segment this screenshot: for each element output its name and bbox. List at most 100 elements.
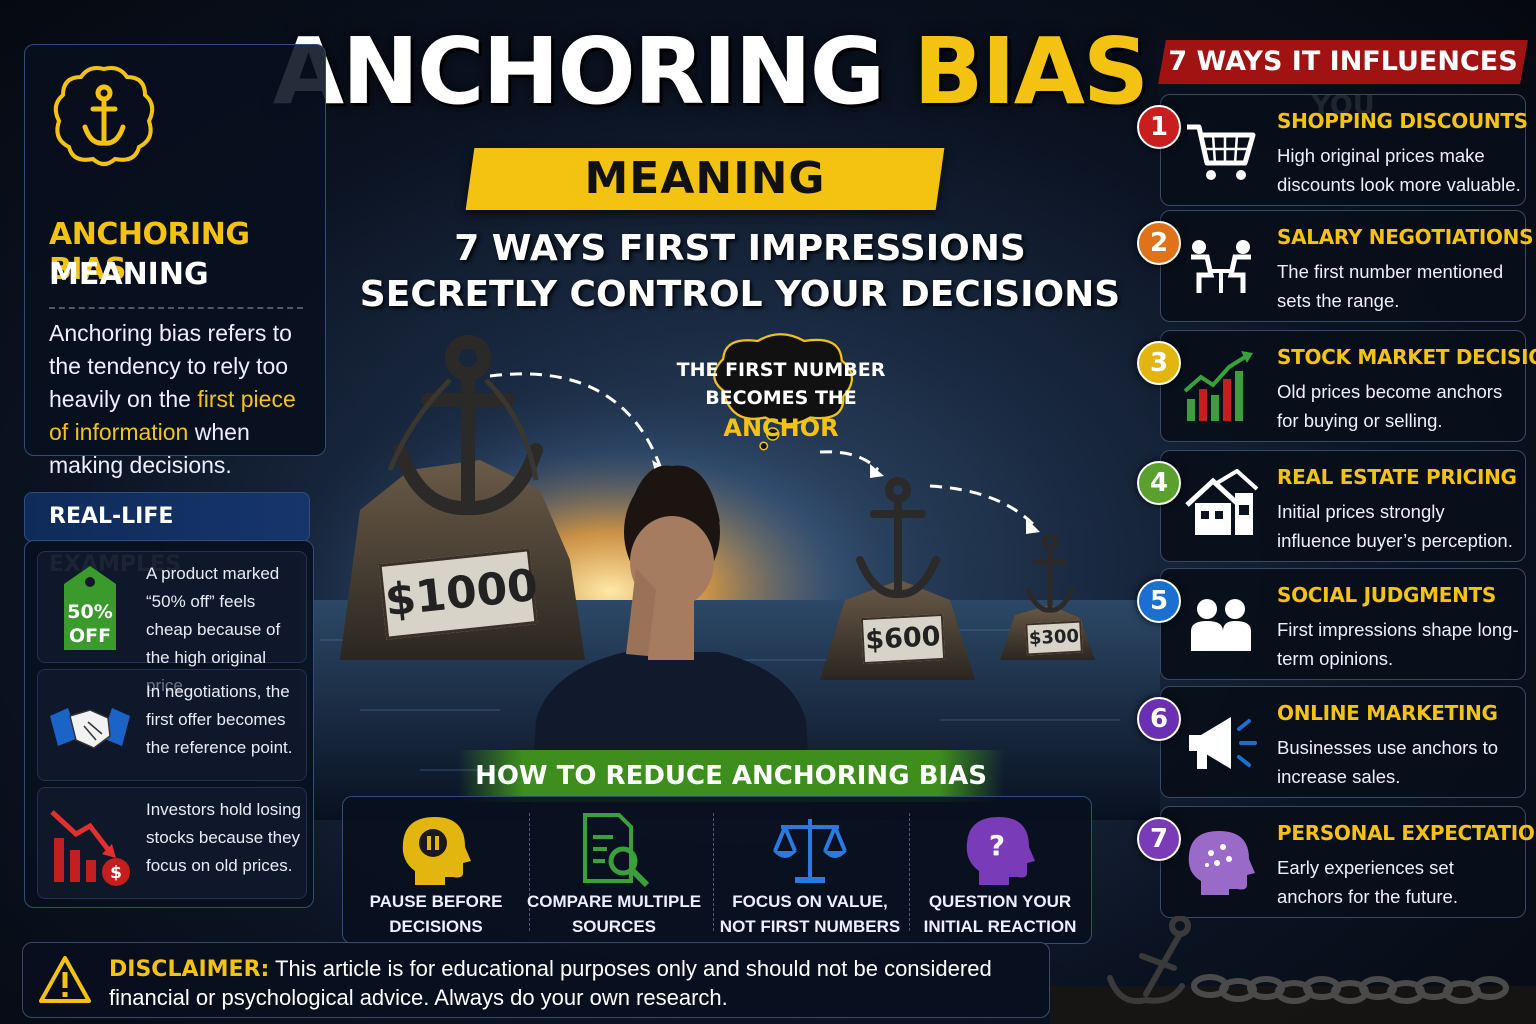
way-description: Initial prices strongly influence buyer’…: [1277, 501, 1513, 551]
reduce-heading-band: [458, 750, 1004, 802]
title-part-1: ANCHORING: [272, 18, 886, 125]
definition-divider: [49, 307, 303, 309]
disclaimer-panel: DISCLAIMER: This article is for educatio…: [22, 942, 1050, 1018]
definition-subtitle: MEANING: [49, 257, 209, 292]
subtitle-line-2: SECRETLY CONTROL YOUR DECISIONS: [359, 274, 1121, 315]
disclaimer-label: DISCLAIMER:: [109, 957, 270, 982]
shopping-cart-icon: [1187, 124, 1256, 180]
bubble-text: THE FIRST NUMBER BECOMES THE ANCHOR: [670, 356, 892, 444]
ways-heading: 7 WAYS IT INFLUENCES YOU: [1168, 46, 1518, 121]
pause-head-icon: [402, 817, 471, 885]
tip-divider: [909, 813, 910, 931]
medium-anchor: [856, 477, 940, 599]
tag-percent: 50%: [67, 601, 112, 623]
definition-body-end: when making decisions.: [49, 419, 250, 478]
way-number: 1: [1137, 105, 1181, 149]
tip-pause: PAUSE BEFORE DECISIONS: [343, 797, 529, 945]
example-item-discount: 50% OFF A product marked “50% off” feels…: [37, 551, 307, 695]
question-head-icon: ?: [966, 817, 1035, 885]
warning-icon: [39, 956, 91, 1003]
examples-heading: REAL-LIFE EXAMPLES: [24, 492, 310, 577]
example-text: In negotiations, the first offer becomes…: [146, 682, 293, 757]
definition-highlight: first piece of information: [49, 386, 296, 445]
house-icon: [1185, 469, 1259, 535]
way-item-5: 5 SOCIAL JUDGMENTS First impressions sha…: [1137, 568, 1526, 680]
chain-anchor-decoration: [1050, 916, 1536, 1024]
definition-panel: ANCHORING BIAS MEANING Anchoring bias re…: [24, 44, 326, 478]
price-tag-icon: 50% OFF: [64, 566, 116, 650]
price-sign-1000: $1000: [378, 548, 540, 640]
reduce-panel: PAUSE BEFORE DECISIONS COMPARE MULTIPLE SO…: [342, 796, 1092, 944]
way-description: Businesses use anchors to increase sales…: [1277, 737, 1499, 787]
way-description: Early experiences set anchors for the fu…: [1277, 857, 1458, 907]
scales-icon: [773, 819, 847, 883]
price-sign-300: $300: [1025, 620, 1083, 656]
tip-label: FOCUS ON VALUE, NOT FIRST NUMBERS: [717, 889, 903, 939]
big-chain: [387, 378, 539, 481]
way-item-3: 3 STOCK MARKET DECISIONS Old prices beco…: [1137, 330, 1536, 442]
negotiation-icon: [1191, 240, 1251, 293]
way-item-2: 2 SALARY NEGOTIATIONS The first number m…: [1137, 210, 1534, 322]
tip-label: PAUSE BEFORE DECISIONS: [343, 889, 529, 939]
tip-line-2: SOURCES: [571, 917, 657, 936]
svg-text:?: ?: [989, 829, 1005, 862]
megaphone-icon: [1189, 717, 1257, 769]
example-item-negotiation: In negotiations, the first offer becomes…: [37, 669, 307, 781]
bubble-line-2: BECOMES THE: [705, 387, 857, 409]
way-title: SALARY NEGOTIATIONS: [1277, 225, 1534, 249]
way-number: 3: [1137, 341, 1181, 385]
small-anchor: [1025, 533, 1075, 613]
price-sign-600: $600: [860, 613, 946, 665]
definition-title: ANCHORING BIAS: [49, 217, 250, 287]
definition-body: Anchoring bias refers to the tendency to…: [49, 317, 319, 482]
subtitle-line-1: 7 WAYS FIRST IMPRESSIONS: [454, 228, 1026, 269]
tip-question: ? QUESTION YOUR INITIAL REACTION: [907, 797, 1093, 945]
way-description: Old prices become anchors for buying or …: [1277, 381, 1503, 431]
way-item-6: 6 ONLINE MARKETING Businesses use anchor…: [1137, 686, 1526, 798]
way-title: ONLINE MARKETING: [1277, 701, 1498, 725]
tip-line-1: FOCUS ON VALUE,: [732, 892, 888, 911]
reduce-heading: HOW TO REDUCE ANCHORING BIAS: [475, 761, 987, 791]
way-number: 7: [1137, 817, 1181, 861]
tip-line-1: QUESTION YOUR: [928, 892, 1072, 911]
tip-line-1: PAUSE BEFORE: [369, 892, 503, 911]
way-number: 4: [1137, 461, 1181, 505]
way-title: SHOPPING DISCOUNTS: [1277, 109, 1528, 133]
flow-arrows: [489, 372, 1037, 528]
way-description: High original prices make discounts look…: [1277, 145, 1521, 195]
handshake-icon: [50, 708, 130, 749]
way-item-4: 4 REAL ESTATE PRICING Initial prices str…: [1137, 450, 1526, 562]
bubble-anchor-word: ANCHOR: [723, 414, 839, 442]
falling-stock-icon: $: [50, 810, 130, 886]
tip-line-2: INITIAL REACTION: [923, 917, 1077, 936]
example-item-investing: $ Investors hold losing stocks because t…: [37, 787, 307, 899]
definition-body-start: Anchoring bias refers to the tendency to…: [49, 320, 292, 412]
way-item-7: 7 PERSONAL EXPECTATIONS Early experience…: [1137, 806, 1536, 918]
tip-label: COMPARE MULTIPLE SOURCES: [521, 889, 707, 939]
way-title: PERSONAL EXPECTATIONS: [1277, 821, 1536, 845]
tip-divider: [529, 813, 530, 931]
tip-compare: COMPARE MULTIPLE SOURCES: [521, 797, 707, 945]
way-number: 2: [1137, 221, 1181, 265]
examples-panel: 50% OFF A product marked “50% off” feels…: [24, 540, 314, 908]
svg-text:$: $: [110, 863, 122, 883]
title-part-2: BIAS: [913, 18, 1149, 125]
stock-chart-icon: [1183, 351, 1253, 421]
brain-anchor-icon: [53, 66, 155, 166]
meaning-label: MEANING: [584, 153, 826, 204]
way-title: REAL ESTATE PRICING: [1277, 465, 1517, 489]
tip-divider: [713, 813, 714, 931]
tag-off: OFF: [69, 625, 111, 647]
tip-line-2: NOT FIRST NUMBERS: [719, 917, 901, 936]
tip-line-1: COMPARE MULTIPLE: [526, 892, 702, 911]
people-icon: [1191, 599, 1251, 651]
way-number: 5: [1137, 579, 1181, 623]
tip-focus-value: FOCUS ON VALUE, NOT FIRST NUMBERS: [717, 797, 903, 945]
way-number: 6: [1137, 697, 1181, 741]
page-subtitle: 7 WAYS FIRST IMPRESSIONS SECRETLY CONTRO…: [330, 226, 1150, 318]
tip-line-2: DECISIONS: [389, 917, 483, 936]
disclaimer-body: This article is for educational purposes…: [109, 956, 992, 1010]
bubble-line-1: THE FIRST NUMBER: [676, 359, 886, 381]
document-search-icon: [583, 813, 650, 888]
disclaimer-text: DISCLAIMER: This article is for educatio…: [109, 955, 1039, 1012]
